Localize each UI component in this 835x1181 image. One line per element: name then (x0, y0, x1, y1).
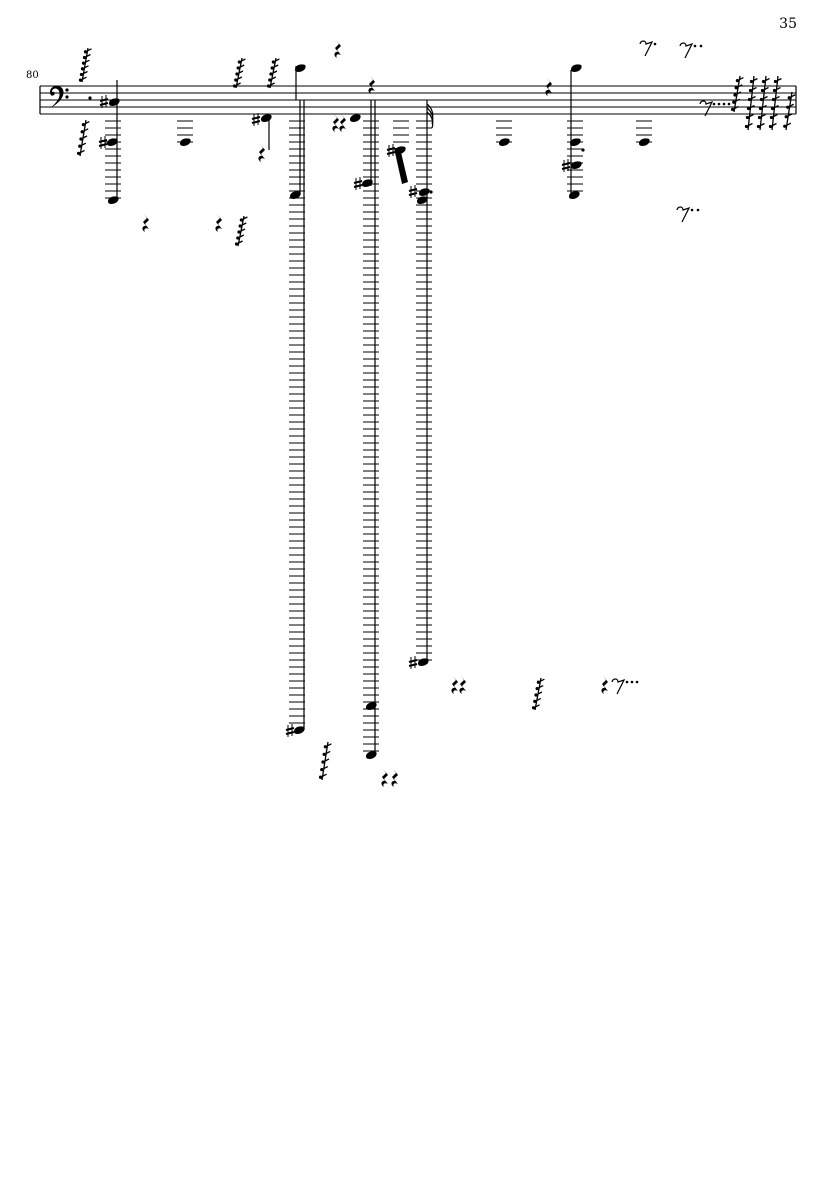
accidentals (98, 94, 571, 738)
dot (727, 102, 731, 106)
sharp-icon (408, 184, 418, 199)
notehead (294, 726, 305, 734)
tremolo-stack (266, 57, 280, 89)
dot (653, 42, 657, 46)
dot (712, 102, 716, 106)
tremolo-stack (744, 75, 758, 131)
sharp-icon (285, 723, 295, 738)
tremolo-stack (234, 215, 248, 247)
quarter-rest-icon (601, 676, 608, 694)
tremolo-stack (783, 91, 796, 131)
notehead (419, 188, 430, 196)
eighth-rest-icon (611, 678, 626, 695)
ledger-stacks (105, 120, 652, 752)
dot (696, 208, 700, 212)
page-number: 35 (779, 16, 797, 32)
sharp-icon (251, 112, 261, 127)
quarter-rest-icon (258, 144, 265, 162)
quarter-rest-icon (215, 214, 222, 232)
notehead (295, 64, 306, 72)
tremolo-stack (318, 741, 332, 781)
dot (722, 102, 726, 106)
quarter-rest-icon (339, 114, 346, 132)
dot (625, 680, 629, 684)
notehead (571, 64, 582, 72)
measure-number: 80 (26, 70, 39, 81)
tremolo-stack (78, 47, 92, 83)
notehead (180, 138, 191, 146)
barlines (39, 86, 797, 114)
eighth-rest-icon (676, 206, 691, 223)
quarter-rest-icon (459, 676, 466, 694)
sharp-icon (386, 143, 396, 158)
dot (717, 102, 721, 106)
eighth-rest-icon (639, 40, 654, 57)
stems (116, 66, 572, 755)
staff (40, 85, 796, 115)
dot (693, 44, 697, 48)
sharp-icon (353, 176, 363, 191)
notehead (499, 138, 510, 146)
notehead (366, 751, 377, 759)
sharp-icon (99, 94, 109, 109)
bass-clef-icon (50, 85, 69, 108)
quarter-rest-icon (334, 40, 341, 58)
tremolo-stack (756, 75, 770, 131)
quarter-rest-icon (142, 214, 149, 232)
dot (581, 148, 585, 152)
dot (429, 190, 433, 194)
quarter-rest-icon (368, 76, 375, 94)
tremolo-stack (531, 677, 545, 711)
quarter-rest-icon (381, 769, 388, 787)
eighth-rest-icon (699, 100, 714, 117)
eighth-rests (611, 40, 731, 695)
dot (88, 96, 92, 100)
tremolo-stack (232, 57, 246, 89)
tremolo-stack (768, 75, 782, 131)
tremolo-stack (730, 75, 744, 113)
notehead (107, 138, 118, 146)
tremolo-stacks (76, 47, 796, 781)
notehead (639, 138, 650, 146)
dot (699, 44, 703, 48)
quarter-rest-icon (451, 676, 458, 694)
dot (690, 208, 694, 212)
dot (635, 680, 639, 684)
quarter-rest-icon (332, 114, 339, 132)
tremolo-stack (76, 119, 90, 157)
sharp-icon (408, 655, 418, 670)
eighth-rest-icon (679, 42, 694, 59)
flag-stack (426, 103, 434, 129)
dot (630, 680, 634, 684)
augmentation-dots (88, 96, 585, 194)
beam-block (394, 148, 408, 184)
notehead (261, 114, 272, 122)
quarter-rest-icon (391, 769, 398, 787)
notehead (350, 114, 361, 122)
